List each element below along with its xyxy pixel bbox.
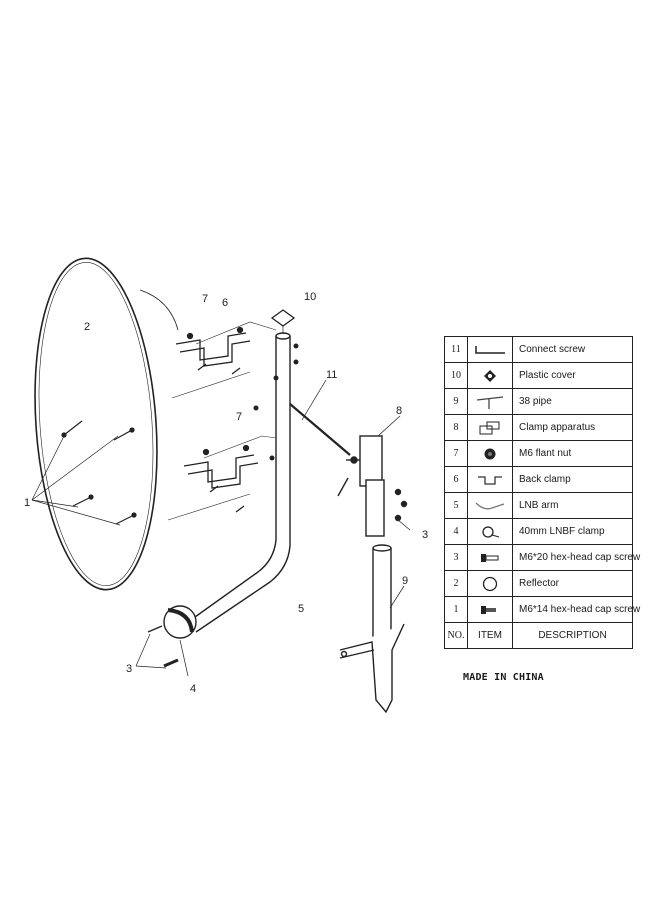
callout-3a: 3 [126, 663, 132, 675]
connect-screw-icon [467, 336, 513, 363]
connect-screw [289, 379, 351, 456]
lnbf-clamp [135, 605, 197, 677]
back-clamp-upper [171, 321, 277, 399]
back-clamp-lower [167, 435, 277, 521]
callout-1: 1 [24, 497, 30, 509]
hex-cap-screw-short-icon [467, 596, 513, 623]
table-row: 9 38 pipe [444, 388, 633, 415]
row-description: Reflector [512, 570, 633, 597]
callout-5: 5 [298, 603, 304, 615]
callout-6: 6 [222, 297, 228, 309]
header-item: ITEM [467, 622, 513, 649]
callout-4: 4 [190, 683, 196, 695]
plastic-cover [270, 309, 296, 334]
row-number: 1 [444, 596, 468, 623]
row-description: 40mm LNBF clamp [512, 518, 633, 545]
made-in-label: MADE IN CHINA [463, 672, 544, 683]
pipe-stand [339, 544, 405, 714]
row-description: Connect screw [512, 336, 633, 363]
callout-10: 10 [304, 291, 316, 303]
table-row: 4 40mm LNBF clamp [444, 518, 633, 545]
row-description: LNB arm [512, 492, 633, 519]
arm-nuts [253, 343, 299, 461]
table-row: 11 Connect screw [444, 336, 633, 363]
callout-2: 2 [84, 321, 90, 333]
callout-3b: 3 [422, 529, 428, 541]
callout-7b: 7 [236, 411, 242, 423]
row-number: 6 [444, 466, 468, 493]
row-description: M6 flant nut [512, 440, 633, 467]
pipe-icon [467, 388, 513, 415]
callout-7a: 7 [202, 293, 208, 305]
row-description: Clamp apparatus [512, 414, 633, 441]
row-number: 10 [444, 362, 468, 389]
row-description: 38 pipe [512, 388, 633, 415]
table-row: 1 M6*14 hex-head cap screw [444, 596, 640, 623]
row-description: M6*14 hex-head cap screw [512, 596, 640, 623]
table-row: 6 Back clamp [444, 466, 633, 493]
row-number: 8 [444, 414, 468, 441]
parts-table: 11 Connect screw 10 Plastic cover 9 38 p… [444, 336, 640, 649]
callout-1-leaders [31, 435, 121, 526]
lnb-arm-icon [467, 492, 513, 519]
reflector-icon [467, 570, 513, 597]
back-clamp-icon [467, 466, 513, 493]
header-no: NO. [444, 622, 468, 649]
callout-8: 8 [396, 405, 402, 417]
flange-nut-icon [467, 440, 513, 467]
table-row: 3 M6*20 hex-head cap screw [444, 544, 640, 571]
table-row: 5 LNB arm [444, 492, 633, 519]
row-number: 9 [444, 388, 468, 415]
row-number: 7 [444, 440, 468, 467]
row-description: M6*20 hex-head cap screw [512, 544, 640, 571]
callout-9: 9 [402, 575, 408, 587]
row-number: 4 [444, 518, 468, 545]
table-row: 2 Reflector [444, 570, 633, 597]
callout-11: 11 [326, 369, 337, 381]
table-header-row: NO. ITEM DESCRIPTION [444, 622, 633, 649]
row-description: Plastic cover [512, 362, 633, 389]
row-number: 3 [444, 544, 468, 571]
clamp-apparatus [337, 415, 411, 537]
row-number: 11 [444, 336, 468, 363]
row-number: 2 [444, 570, 468, 597]
row-number: 5 [444, 492, 468, 519]
callout-labels: 1 2 3 3 4 5 6 7 7 8 9 10 11 [24, 291, 428, 695]
header-description: DESCRIPTION [512, 622, 633, 649]
row-description: Back clamp [512, 466, 633, 493]
dish-screws [61, 420, 137, 525]
clamp-apparatus-icon [467, 414, 513, 441]
table-row: 8 Clamp apparatus [444, 414, 633, 441]
hex-cap-screw-long-icon [467, 544, 513, 571]
table-row: 10 Plastic cover [444, 362, 633, 389]
reflector-dish [34, 257, 179, 591]
lnbf-clamp-icon [467, 518, 513, 545]
plastic-cover-icon [467, 362, 513, 389]
table-row: 7 M6 flant nut [444, 440, 633, 467]
